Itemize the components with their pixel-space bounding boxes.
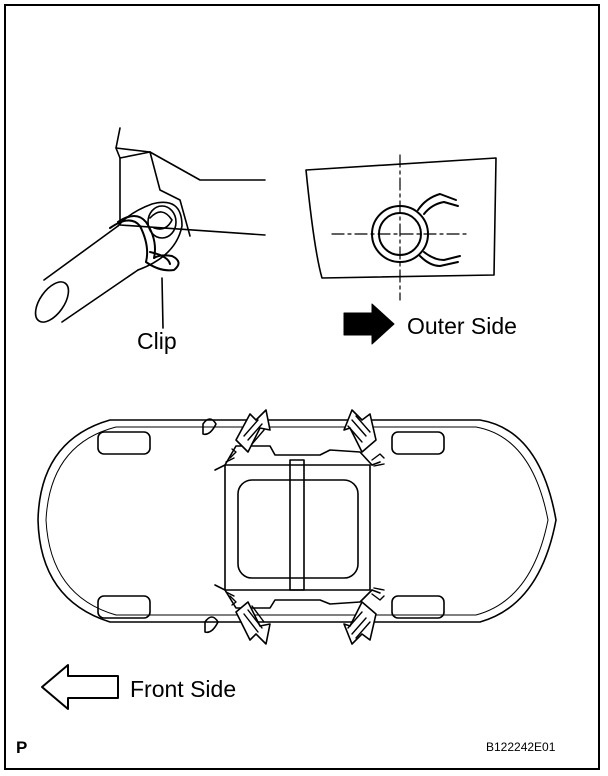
wheel-rear-right <box>391 595 445 619</box>
outline-arrow-left-icon <box>41 664 119 710</box>
attachment-clips <box>225 448 385 606</box>
clip-location-arrow-rear-right <box>343 601 377 645</box>
solid-arrow-right-icon <box>343 303 395 345</box>
clip-location-arrow-rear-left <box>343 409 377 453</box>
pipe-illustration <box>115 127 266 237</box>
vehicle-frame <box>214 445 381 609</box>
figure-code: B122242E01 <box>486 740 556 754</box>
vehicle-top-view <box>37 419 557 623</box>
front-side-label: Front Side <box>130 676 237 702</box>
clip-detail-panel <box>305 154 497 301</box>
clip-location-arrow-front-left <box>235 409 271 453</box>
pipe-stubs <box>202 418 219 634</box>
clip-on-hose <box>109 215 180 272</box>
hose-illustration <box>34 201 183 323</box>
corner-mark: P <box>16 738 28 757</box>
clip-location-arrow-front-right <box>235 601 271 645</box>
outer-side-label: Outer Side <box>407 313 517 339</box>
wheel-front-left <box>97 431 151 455</box>
wheel-rear-left <box>391 431 445 455</box>
figure-frame <box>4 4 600 770</box>
clip-leader-line <box>161 277 164 329</box>
clip-detail <box>371 193 461 267</box>
clip-label: Clip <box>137 328 177 354</box>
wheel-front-right <box>97 595 151 619</box>
